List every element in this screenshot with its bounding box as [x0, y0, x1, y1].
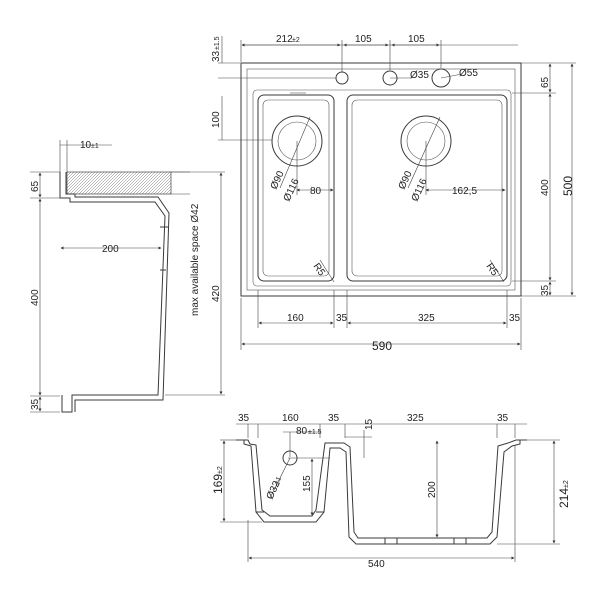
sec-dim-540: 540	[368, 559, 385, 570]
side-dim-420: 420	[211, 285, 222, 302]
side-dim-400: 400	[30, 289, 41, 306]
dim-500: 500	[561, 176, 575, 196]
sec-dim-15: 15	[364, 418, 375, 430]
dim-33-tol: ±1.5	[214, 36, 221, 50]
sink-inner-outline	[246, 68, 516, 291]
drain-tol: ±1	[273, 476, 283, 486]
sec-dim-214: 214	[557, 488, 571, 508]
dim-35-mid: 35	[336, 313, 348, 324]
sink-outline	[240, 62, 522, 297]
side-view: 10 ±1 65 400 35 200 420 max available sp…	[30, 140, 225, 413]
dim-400: 400	[540, 179, 551, 196]
sec-dim-160: 160	[282, 413, 299, 424]
left-offset-80: 80	[310, 186, 322, 197]
right-inner-dia: Ø90	[397, 169, 415, 191]
top-view: 212 ±2 105 105 Ø35 Ø55 33 ±1.5 100 Ø90 Ø…	[211, 34, 576, 353]
left-inner-dia: Ø90	[269, 169, 287, 191]
tap-hole-small	[335, 71, 349, 85]
sec-dim-155: 155	[302, 475, 313, 492]
dim-65: 65	[540, 76, 551, 88]
sec-dim-35-a: 35	[238, 413, 250, 424]
side-dim-65: 65	[30, 180, 41, 192]
sec-dim-214-tol: ±2	[563, 480, 570, 488]
sec-dim-169-tol: ±2	[217, 466, 224, 474]
sec-dim-200: 200	[427, 481, 438, 498]
dim-105-b: 105	[408, 34, 425, 45]
worktop-tol: ±1	[91, 143, 99, 150]
side-dim-200: 200	[102, 244, 119, 255]
dim-35-end: 35	[509, 313, 521, 324]
dim-35-right: 35	[540, 284, 551, 296]
sec-dim-35-c: 35	[497, 413, 509, 424]
side-dim-35: 35	[30, 398, 41, 410]
right-offset-162: 162,5	[452, 186, 477, 197]
dim-212: 212	[276, 34, 293, 45]
sec-dim-80: 80	[296, 426, 308, 437]
section-profile	[236, 439, 527, 539]
right-bowl	[346, 94, 508, 282]
hole-35-label: Ø35	[410, 70, 429, 81]
space-note: max available space Ø42	[190, 203, 201, 316]
left-bowl	[257, 94, 335, 282]
dim-100: 100	[211, 111, 222, 128]
worktop	[66, 171, 172, 195]
hole-55-label: Ø55	[459, 68, 478, 79]
sec-dim-325: 325	[407, 413, 424, 424]
sec-dim-35-b: 35	[328, 413, 340, 424]
sec-dim-169: 169	[211, 474, 225, 494]
section-view: 35 160 35 325 35 80 ±1.5 15 Ø32 ±1 155 2…	[211, 413, 571, 570]
left-bowl-inner	[262, 99, 330, 277]
dim-33: 33	[211, 50, 222, 62]
sink-rim	[252, 89, 512, 287]
dim-325: 325	[418, 313, 435, 324]
dim-105-a: 105	[355, 34, 372, 45]
dim-590: 590	[372, 339, 392, 353]
dim-160: 160	[287, 313, 304, 324]
tap-hole-large	[431, 68, 451, 88]
worktop-thickness: 10	[80, 140, 92, 151]
side-profile	[59, 172, 166, 413]
right-bowl-inner	[351, 99, 503, 277]
sec-dim-80-tol: ±1.5	[308, 429, 322, 436]
dim-212-tol: ±2	[292, 37, 300, 44]
